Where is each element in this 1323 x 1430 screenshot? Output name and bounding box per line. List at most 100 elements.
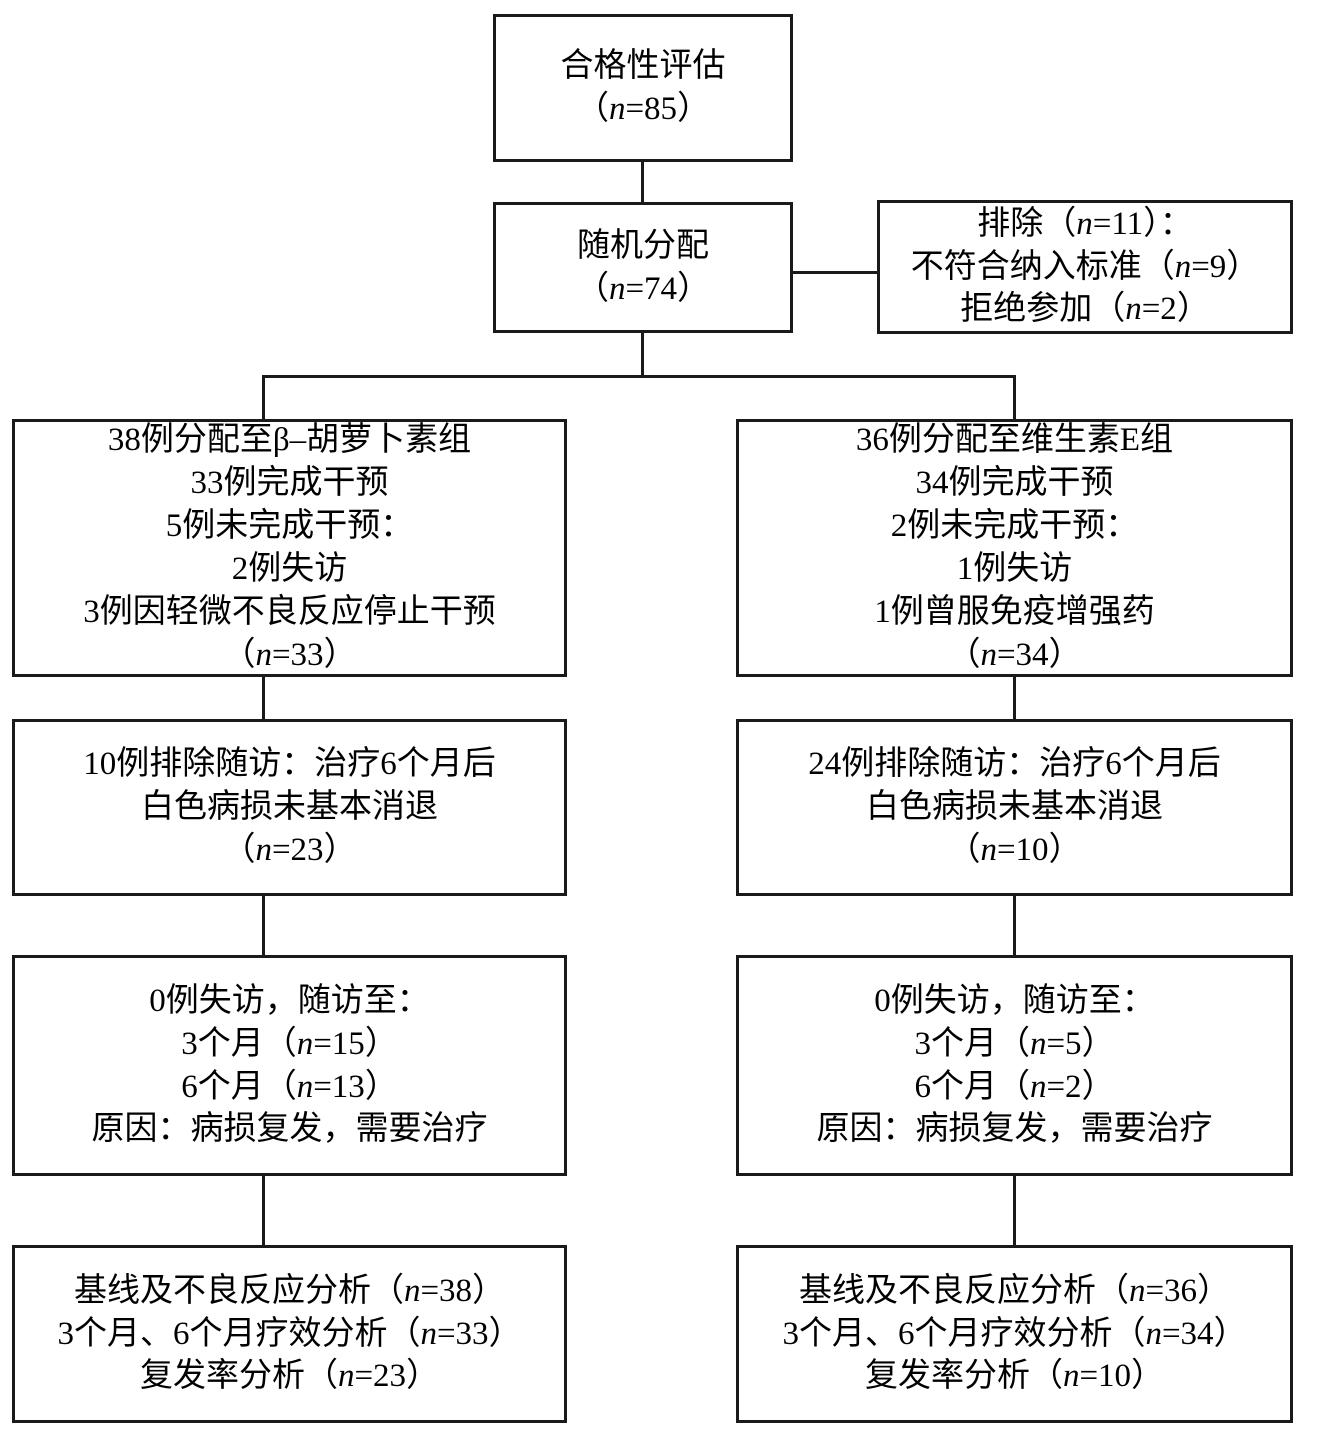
node-line-suffix: ） — [1048, 831, 1082, 868]
n-value: =2 — [1046, 1068, 1082, 1105]
connector-alloc-to-exclfu-left — [262, 677, 265, 719]
n-value: =38 — [420, 1272, 473, 1309]
node-line-text: 3例因轻微不良反应停止干预 — [83, 593, 496, 630]
node-line-suffix: ） — [472, 1272, 506, 1309]
node-line-suffix: ） — [1081, 1068, 1115, 1105]
node-line-text: 2例失访 — [231, 551, 348, 587]
node-line: 1例曾服免疫增强药 — [874, 591, 1155, 634]
node-line-text: 34例完成干预 — [915, 465, 1114, 502]
n-symbol: n — [980, 831, 997, 868]
node-allocation-beta-carotene: 38例分配至β–胡萝卜素组 33例完成干预 5例未完成干预： 2例失访 3例因轻… — [12, 419, 567, 677]
node-line: （n=34） — [947, 634, 1081, 677]
node-line: 合格性评估 — [561, 45, 726, 88]
connector-followup-to-analysis-right — [1013, 1176, 1016, 1245]
node-line-text: 原因：病损复发，需要治疗 — [816, 1111, 1213, 1148]
node-line-suffix: ） — [677, 91, 711, 127]
node-line: 2例未完成干预： — [891, 505, 1139, 548]
node-line: 33例完成干预 — [191, 462, 389, 505]
n-value: =5 — [1046, 1025, 1082, 1062]
node-line: （n=74） — [576, 268, 710, 311]
node-line: 24例排除随访：治疗6个月后 — [808, 743, 1221, 786]
n-value: =11 — [1092, 205, 1144, 242]
node-line-suffix: ） — [364, 1068, 398, 1105]
node-line-suffix: ） — [364, 1025, 398, 1062]
node-line: 基线及不良反应分析（n=36） — [799, 1270, 1230, 1313]
node-eligibility-assessment: 合格性评估 （n=85） — [493, 14, 793, 162]
node-line-text: 33例完成干预 — [190, 465, 389, 502]
node-line: 0例失访，随访至： — [149, 980, 430, 1023]
node-line: 3个月、6个月疗效分析（n=34） — [782, 1313, 1246, 1356]
node-line-text: 随机分配 — [577, 227, 709, 264]
node-line-prefix: 复发率分析（ — [864, 1358, 1063, 1395]
node-line-prefix: 3个月（ — [914, 1025, 1030, 1062]
node-line-prefix: （ — [222, 831, 256, 868]
n-symbol: n — [420, 1315, 437, 1352]
node-line: 34例完成干预 — [916, 462, 1114, 505]
node-line-text: 1例失访 — [956, 551, 1073, 587]
node-line-text: 原因：病损复发，需要治疗 — [91, 1111, 488, 1148]
n-value: =9 — [1191, 248, 1227, 285]
n-symbol: n — [1062, 1358, 1080, 1395]
n-value: =33 — [271, 636, 324, 673]
n-symbol: n — [608, 270, 626, 307]
node-line-text: 38例分配至β–胡萝卜素组 — [107, 422, 472, 459]
node-allocation-vitamin-e: 36例分配至维生素E组 34例完成干预 2例未完成干预： 1例失访 1例曾服免疫… — [736, 419, 1293, 677]
n-value: =34 — [996, 636, 1049, 673]
node-line: 基线及不良反应分析（n=38） — [74, 1270, 505, 1313]
n-value: =10 — [996, 831, 1049, 868]
node-line-suffix: ）： — [1143, 205, 1193, 242]
node-line: 白色病损未基本消退 — [866, 786, 1163, 829]
n-symbol: n — [255, 636, 272, 673]
node-randomization: 随机分配 （n=74） — [493, 202, 793, 333]
node-line: 随机分配 — [577, 225, 709, 268]
n-symbol: n — [1029, 1068, 1047, 1105]
node-excluded: 排除（n=11）： 不符合纳入标准（n=9） 拒绝参加（n=2） — [877, 200, 1293, 334]
n-value: =34 — [1161, 1315, 1214, 1352]
node-line: 2例失访 — [232, 548, 348, 591]
n-value: =2 — [1141, 291, 1177, 328]
connector-eligibility-to-randomization — [641, 162, 644, 202]
node-line-prefix: （ — [222, 636, 256, 673]
node-line-suffix: ） — [406, 1358, 440, 1395]
connector-split-to-alloc-right — [1013, 375, 1016, 419]
node-line-suffix: ） — [1213, 1315, 1247, 1352]
node-line-prefix: 基线及不良反应分析（ — [73, 1272, 404, 1309]
node-line-suffix: ） — [1197, 1272, 1231, 1309]
node-line: 复发率分析（n=10） — [865, 1355, 1164, 1398]
node-line: 3个月（n=15） — [181, 1023, 398, 1066]
n-symbol: n — [403, 1272, 421, 1309]
n-value: =15 — [313, 1025, 365, 1062]
node-line: 6个月（n=13） — [181, 1066, 398, 1109]
node-line-suffix: ） — [488, 1315, 522, 1352]
connector-followup-to-analysis-left — [262, 1176, 265, 1245]
node-line-suffix: ） — [1176, 291, 1210, 328]
node-line: 原因：病损复发，需要治疗 — [817, 1108, 1213, 1151]
node-line: （n=85） — [576, 88, 710, 131]
node-line-suffix: ） — [677, 270, 711, 307]
node-line: 0例失访，随访至： — [874, 980, 1155, 1023]
connector-exclfu-to-followup-left — [262, 896, 265, 955]
node-line-prefix: 排除（ — [977, 205, 1077, 242]
node-line-text: 0例失访，随访至： — [149, 982, 430, 1019]
node-line-text: 2例未完成干预： — [890, 508, 1139, 545]
node-line: （n=10） — [947, 829, 1081, 872]
node-line: 白色病损未基本消退 — [141, 786, 438, 829]
node-line-suffix: ） — [1226, 248, 1260, 285]
node-line: 6个月（n=2） — [914, 1066, 1114, 1109]
n-value: =23 — [354, 1358, 407, 1395]
connector-exclfu-to-followup-right — [1013, 896, 1016, 955]
node-line: 1例失访 — [957, 548, 1073, 591]
node-line-prefix: 3个月（ — [181, 1025, 297, 1062]
node-line-text: 10例排除随访：治疗6个月后 — [83, 746, 496, 783]
n-value: =36 — [1145, 1272, 1198, 1309]
connector-split-to-alloc-left — [262, 375, 265, 419]
node-line: 3个月（n=5） — [914, 1023, 1114, 1066]
node-excluded-followup-vitamin-e: 24例排除随访：治疗6个月后 白色病损未基本消退 （n=10） — [736, 719, 1293, 896]
n-symbol: n — [296, 1068, 314, 1105]
node-line-suffix: ） — [1131, 1358, 1165, 1395]
node-line: 排除（n=11）： — [977, 203, 1192, 246]
n-symbol: n — [255, 831, 272, 868]
node-line-suffix: ） — [323, 831, 357, 868]
n-symbol: n — [1125, 291, 1142, 328]
